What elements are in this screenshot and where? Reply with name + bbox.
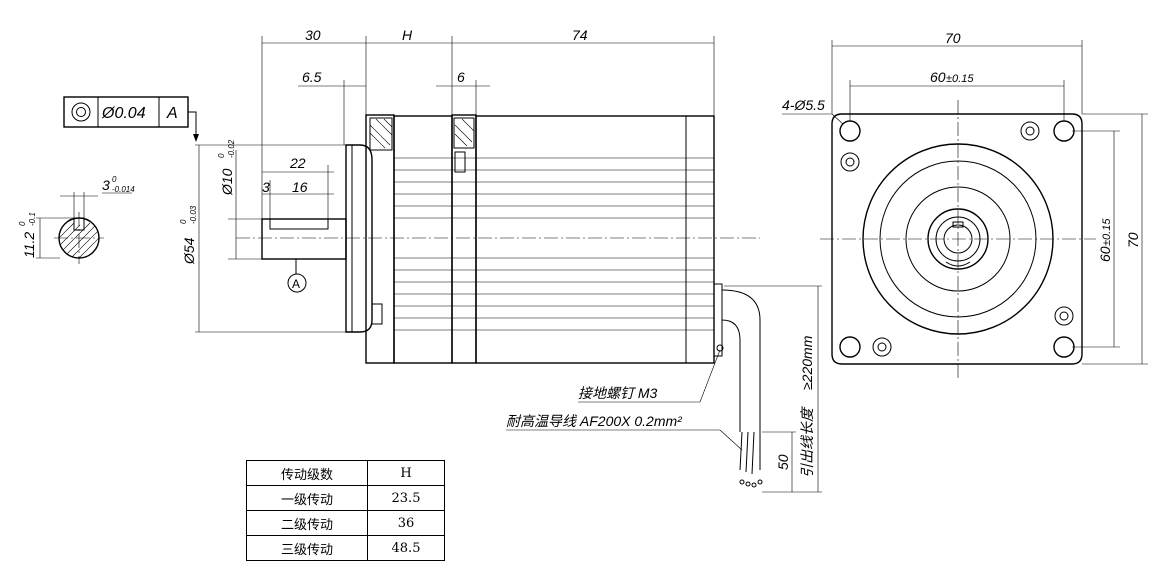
ground-screw-note: 接地螺钉 M3: [578, 385, 658, 401]
dim-16: 16: [292, 179, 308, 195]
dim-50: 50: [775, 454, 791, 470]
front-dim-70-top: 70: [945, 30, 961, 46]
dim-3: 3: [262, 179, 270, 195]
dim-22: 22: [289, 155, 306, 171]
dim-6: 6: [457, 69, 465, 85]
table-cell: 36: [367, 510, 445, 536]
lead-length-label: 引出线长度: [799, 406, 815, 478]
cooling-fins: [394, 157, 714, 331]
cable-length-min: ≥220mm: [799, 335, 815, 390]
svg-text:0: 0: [112, 175, 117, 184]
datum-a: A: [292, 277, 300, 291]
dim-74: 74: [572, 27, 588, 43]
dim-H: H: [402, 27, 413, 43]
svg-text:-0.03: -0.03: [189, 205, 198, 224]
front-dim-60-top: 60: [930, 69, 946, 85]
hole-callout: 4-Ø5.5: [782, 97, 825, 113]
table-cell: 48.5: [367, 535, 445, 561]
gdt-frame: Ø0.04 A: [63, 96, 199, 142]
front-dim-70-side: 70: [1125, 232, 1141, 248]
table-row: 二级传动 36: [246, 510, 445, 536]
side-view: 30 H 74 6.5 6 22 3 16 Ø10 0 -0.02 Ø54 0 …: [179, 27, 763, 488]
svg-text:0: 0: [217, 153, 226, 158]
table-cell: 23.5: [367, 485, 445, 511]
svg-text:-0.02: -0.02: [227, 139, 236, 158]
table-header-row: 传动级数 H: [246, 460, 445, 486]
h-value-table: 传动级数 H 一级传动 23.5 二级传动 36 三级传动 48.5: [246, 460, 445, 561]
svg-text:-0.1: -0.1: [28, 212, 37, 226]
table-cell: 一级传动: [246, 485, 368, 511]
table-cell: 二级传动: [246, 510, 368, 536]
wire-spec-note: 耐高温导线 AF200X 0.2mm²: [506, 413, 683, 429]
pilot-dia: Ø54: [181, 237, 197, 265]
table-row: 一级传动 23.5: [246, 485, 445, 511]
dim-30: 30: [305, 27, 321, 43]
svg-text:±0.15: ±0.15: [946, 73, 974, 85]
shaft-dia: Ø10: [219, 168, 235, 196]
svg-text:±0.15: ±0.15: [1101, 218, 1113, 246]
gdt-tolerance: Ø0.04: [101, 105, 146, 122]
gdt-datum: A: [166, 105, 178, 122]
keyway-section: 3 0 -0.014 11.2 0 -0.1: [18, 175, 135, 264]
cable-notes: 接地螺钉 M3 耐高温导线 AF200X 0.2mm² ≥220mm 引出线长度…: [506, 285, 822, 493]
keyway-width: 3: [102, 177, 110, 193]
keyway-height: 11.2: [21, 232, 37, 258]
table-header: 传动级数: [246, 460, 368, 486]
table-cell: 三级传动: [246, 535, 368, 561]
dim-6-5: 6.5: [302, 69, 322, 85]
svg-text:-0.014: -0.014: [112, 185, 135, 194]
svg-text:0: 0: [179, 219, 188, 224]
svg-text:0: 0: [18, 221, 27, 226]
front-dim-60-side: 60: [1097, 246, 1113, 262]
front-view: 70 60 ±0.15 4-Ø5.5 60 ±0.15 70: [782, 30, 1148, 378]
table-header: H: [367, 460, 445, 486]
table-row: 三级传动 48.5: [246, 535, 445, 561]
